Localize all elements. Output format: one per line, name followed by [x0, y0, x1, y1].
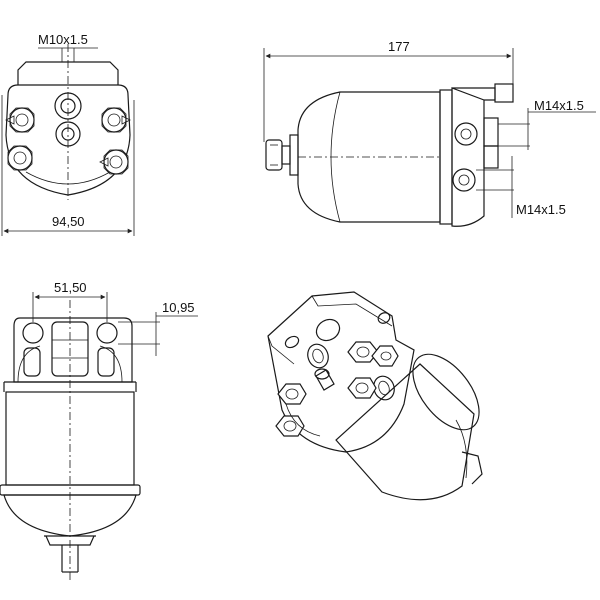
fitting-upper-left [5, 107, 35, 133]
iso-fitting-1 [347, 341, 399, 367]
rear-view: 51,50 10,95 [0, 280, 198, 580]
front-view: M10x1.5 94,50 [1, 32, 135, 236]
dim-front-width: 94,50 [52, 214, 85, 229]
dim-port-upper: M14x1.5 [534, 98, 584, 113]
iso-fitting-3 [347, 377, 377, 399]
iso-fitting-2 [277, 383, 307, 405]
isometric-view [267, 291, 483, 501]
dim-front-thread: M10x1.5 [38, 32, 88, 47]
dim-side-length: 177 [388, 39, 410, 54]
side-view: 177 M14x1.5 M14x1.5 [263, 39, 596, 227]
dim-top-offset: 10,95 [162, 300, 195, 315]
iso-fitting-4 [275, 415, 305, 437]
fitting-upper-right [101, 107, 131, 133]
dim-port-lower: M14x1.5 [516, 202, 566, 217]
fitting-lower-left [7, 145, 33, 171]
fitting-lower-right [99, 149, 129, 175]
dim-top-spacing: 51,50 [54, 280, 87, 295]
